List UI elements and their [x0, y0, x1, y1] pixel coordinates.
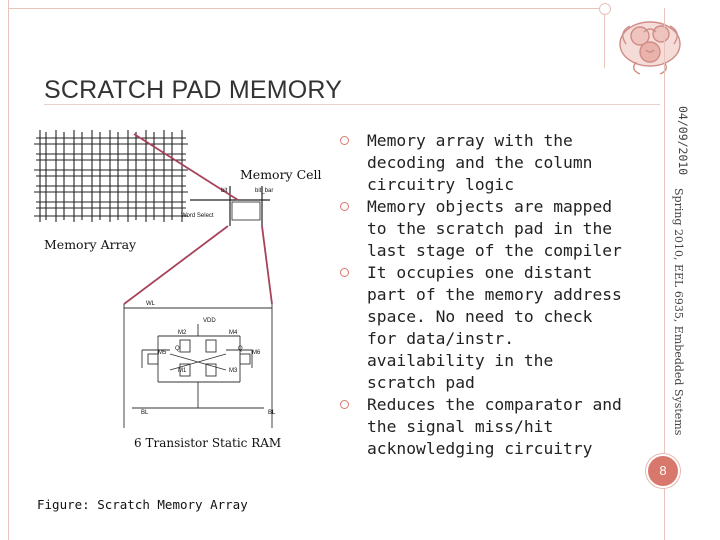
- course-label: Spring 2010, EEL 6935, Embedded Systems: [672, 188, 685, 436]
- sram-label: 6 Transistor Static RAM: [134, 436, 282, 450]
- bl-bar-label: BL: [268, 410, 276, 416]
- m5-label: M5: [158, 350, 167, 356]
- floral-logo-icon: [619, 21, 681, 75]
- wl-label: WL: [146, 301, 155, 307]
- bullet-text: Memory array with the decoding and the c…: [367, 131, 593, 194]
- frame-top-line: [8, 8, 604, 9]
- circle-bullet-icon: [340, 268, 349, 277]
- memory-cell-label: Memory Cell: [240, 167, 322, 182]
- word-select-label: Word Select: [181, 213, 214, 219]
- m6-label: M6: [252, 350, 261, 356]
- m2-label: M2: [178, 330, 187, 336]
- bit-bar-label: bit_bar: [255, 188, 274, 194]
- circle-bullet-icon: [340, 136, 349, 145]
- slide-date: 04/09/2010: [676, 106, 690, 176]
- frame-right-line: [604, 8, 605, 68]
- m4-label: M4: [229, 330, 238, 336]
- circle-bullet-icon: [340, 400, 349, 409]
- m1-label: M1: [178, 368, 187, 374]
- bl-label: BL: [141, 410, 149, 416]
- bullet-text: Reduces the comparator and the signal mi…: [367, 395, 622, 458]
- sidebar-divider: [664, 8, 665, 540]
- bullet-item: Reduces the comparator and the signal mi…: [340, 394, 630, 460]
- frame-corner-dot: [599, 3, 611, 15]
- bullet-list: Memory array with the decoding and the c…: [340, 130, 630, 460]
- memory-array-grid: [34, 130, 188, 222]
- memory-cell-closeup: [190, 186, 270, 226]
- bullet-text: Memory objects are mapped to the scratch…: [367, 197, 622, 260]
- bullet-item: Memory objects are mapped to the scratch…: [340, 196, 630, 262]
- slide-title: SCRATCH PAD MEMORY: [44, 76, 343, 104]
- circle-bullet-icon: [340, 202, 349, 211]
- page-number-badge: 8: [648, 456, 678, 486]
- connector-lines: [123, 133, 273, 305]
- title-underline: [44, 104, 660, 105]
- figure-caption: Figure: Scratch Memory Array: [37, 497, 248, 512]
- q-bar-label: Q: [238, 346, 243, 352]
- bullet-text: It occupies one distant part of the memo…: [367, 263, 622, 392]
- memory-array-label: Memory Array: [44, 237, 137, 252]
- frame-left-line: [8, 0, 9, 540]
- q-label: Q: [175, 346, 180, 352]
- bullet-item: Memory array with the decoding and the c…: [340, 130, 630, 196]
- sram-schematic: [123, 304, 273, 428]
- m3-label: M3: [229, 368, 238, 374]
- vdd-label: VDD: [203, 318, 216, 324]
- bit-label: bit: [221, 188, 228, 194]
- memory-diagram: [34, 130, 273, 428]
- bullet-item: It occupies one distant part of the memo…: [340, 262, 630, 394]
